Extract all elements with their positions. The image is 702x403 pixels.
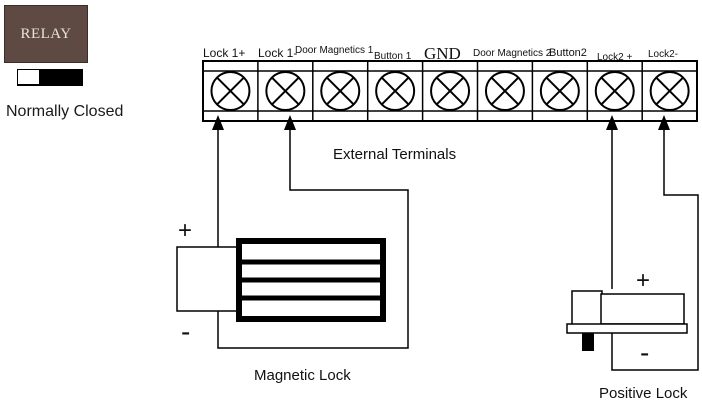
magnetic-lock-plus: +	[178, 217, 192, 244]
relay-label: RELAY	[20, 25, 72, 42]
terminal-group	[210, 61, 690, 121]
terminal-screw-icon	[430, 71, 471, 111]
terminal-label: Door Magnetics 2	[473, 48, 552, 59]
terminal-screw-icon	[484, 71, 525, 111]
terminal-label: Lock2-	[648, 49, 678, 60]
arrow-lock2-minus-icon	[658, 115, 670, 130]
terminal-screw-icon	[265, 71, 306, 111]
terminal-label: Lock2 +	[597, 52, 632, 63]
terminal-screw-icon	[320, 71, 361, 111]
positive-lock-label: Positive Lock	[599, 385, 688, 402]
terminal-screw-icon	[375, 71, 416, 111]
terminal-screw-icon	[594, 71, 635, 111]
terminal-label: Button2	[549, 47, 587, 59]
positive-lock-minus-wire	[611, 128, 699, 371]
terminal-screw-icon	[649, 71, 690, 111]
terminal-label: Lock 1-	[258, 46, 297, 60]
terminal-screw-icon	[539, 71, 580, 111]
positive-lock-icon	[566, 290, 688, 351]
terminal-block-title: External Terminals	[333, 146, 456, 163]
terminal-label: GND	[424, 44, 461, 63]
relay-box: RELAY	[4, 5, 88, 63]
magnetic-lock-minus: -	[181, 316, 190, 347]
magnetic-lock-icon	[176, 238, 386, 322]
terminal-label: Button 1	[374, 51, 412, 62]
arrow-lock2-plus-icon	[606, 115, 618, 130]
terminal-screw-icon	[210, 71, 251, 111]
terminal-label: Lock 1+	[203, 46, 245, 60]
arrow-lock1-minus-icon	[284, 115, 296, 130]
relay-mode-label: Normally Closed	[6, 103, 124, 120]
dip-switch	[17, 69, 83, 86]
magnetic-lock-label: Magnetic Lock	[254, 367, 351, 384]
arrow-lock1-plus-icon	[212, 115, 224, 130]
positive-lock-minus: -	[640, 337, 649, 368]
terminal-label: Door Magnetics 1	[295, 45, 374, 56]
positive-lock-plus: +	[636, 267, 650, 294]
dip-switch-knob	[18, 70, 40, 84]
